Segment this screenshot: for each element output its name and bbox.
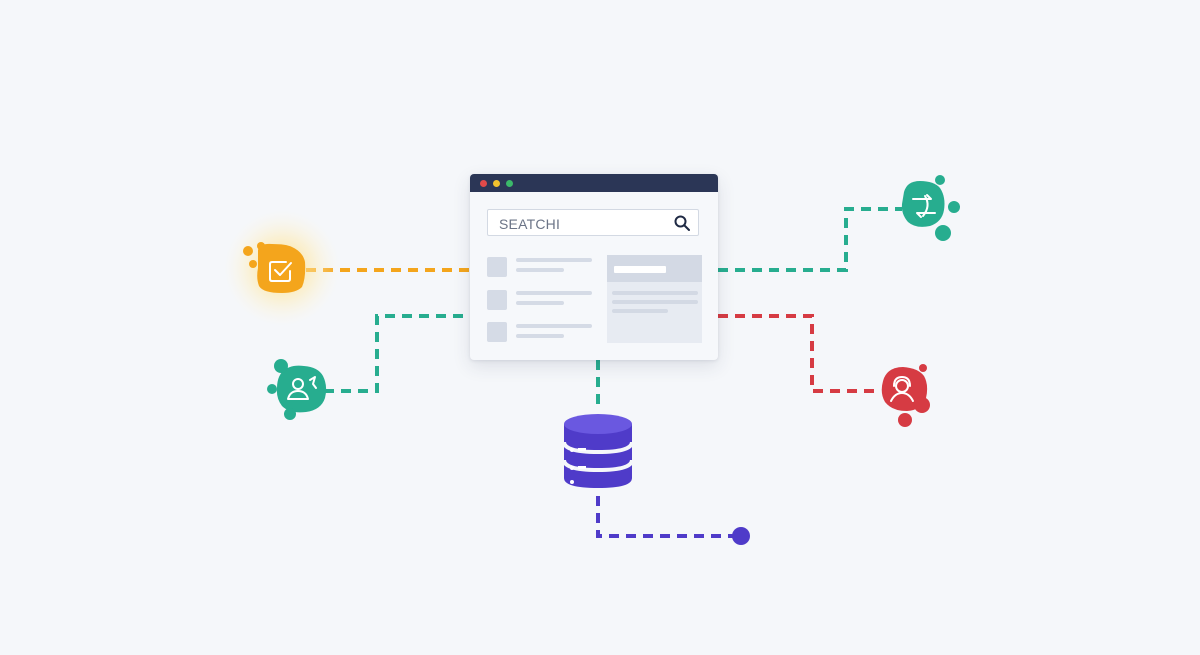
user-chat-icon <box>287 376 317 400</box>
sync-arrows-icon <box>912 194 936 218</box>
purple-endpoint <box>732 527 750 545</box>
search-icon[interactable] <box>674 215 690 231</box>
result-line-3a <box>516 324 592 328</box>
preview-title-bar <box>614 266 666 273</box>
search-input-text[interactable]: SEATCHI <box>499 216 561 232</box>
result-thumb-2 <box>487 290 507 310</box>
preview-line-1 <box>612 291 698 295</box>
preview-panel <box>607 255 702 343</box>
result-thumb-1 <box>487 257 507 277</box>
result-line-2a <box>516 291 592 295</box>
teal-sync-node <box>901 175 960 241</box>
red-connector <box>718 314 880 393</box>
maximize-dot[interactable] <box>506 180 513 187</box>
database-icon <box>562 414 634 488</box>
result-line-1b <box>516 268 564 272</box>
teal-user-chat-node <box>267 359 327 420</box>
orange-checkbox-node <box>224 210 340 326</box>
teal-right-connector <box>718 207 902 272</box>
result-line-1a <box>516 258 592 262</box>
user-support-icon <box>890 376 914 402</box>
purple-connector <box>596 496 740 538</box>
search-bar[interactable]: SEATCHI <box>487 209 699 236</box>
browser-window: SEATCHI <box>470 174 718 360</box>
window-titlebar <box>470 174 718 192</box>
checkbox-icon <box>269 261 292 282</box>
result-line-2b <box>516 301 564 305</box>
teal-left-connector <box>324 314 470 393</box>
preview-panel-header <box>607 255 702 282</box>
minimize-dot[interactable] <box>493 180 500 187</box>
preview-line-2 <box>612 300 698 304</box>
result-line-3b <box>516 334 564 338</box>
preview-line-3 <box>612 309 668 313</box>
red-user-support-node <box>881 364 930 427</box>
result-thumb-3 <box>487 322 507 342</box>
close-dot[interactable] <box>480 180 487 187</box>
